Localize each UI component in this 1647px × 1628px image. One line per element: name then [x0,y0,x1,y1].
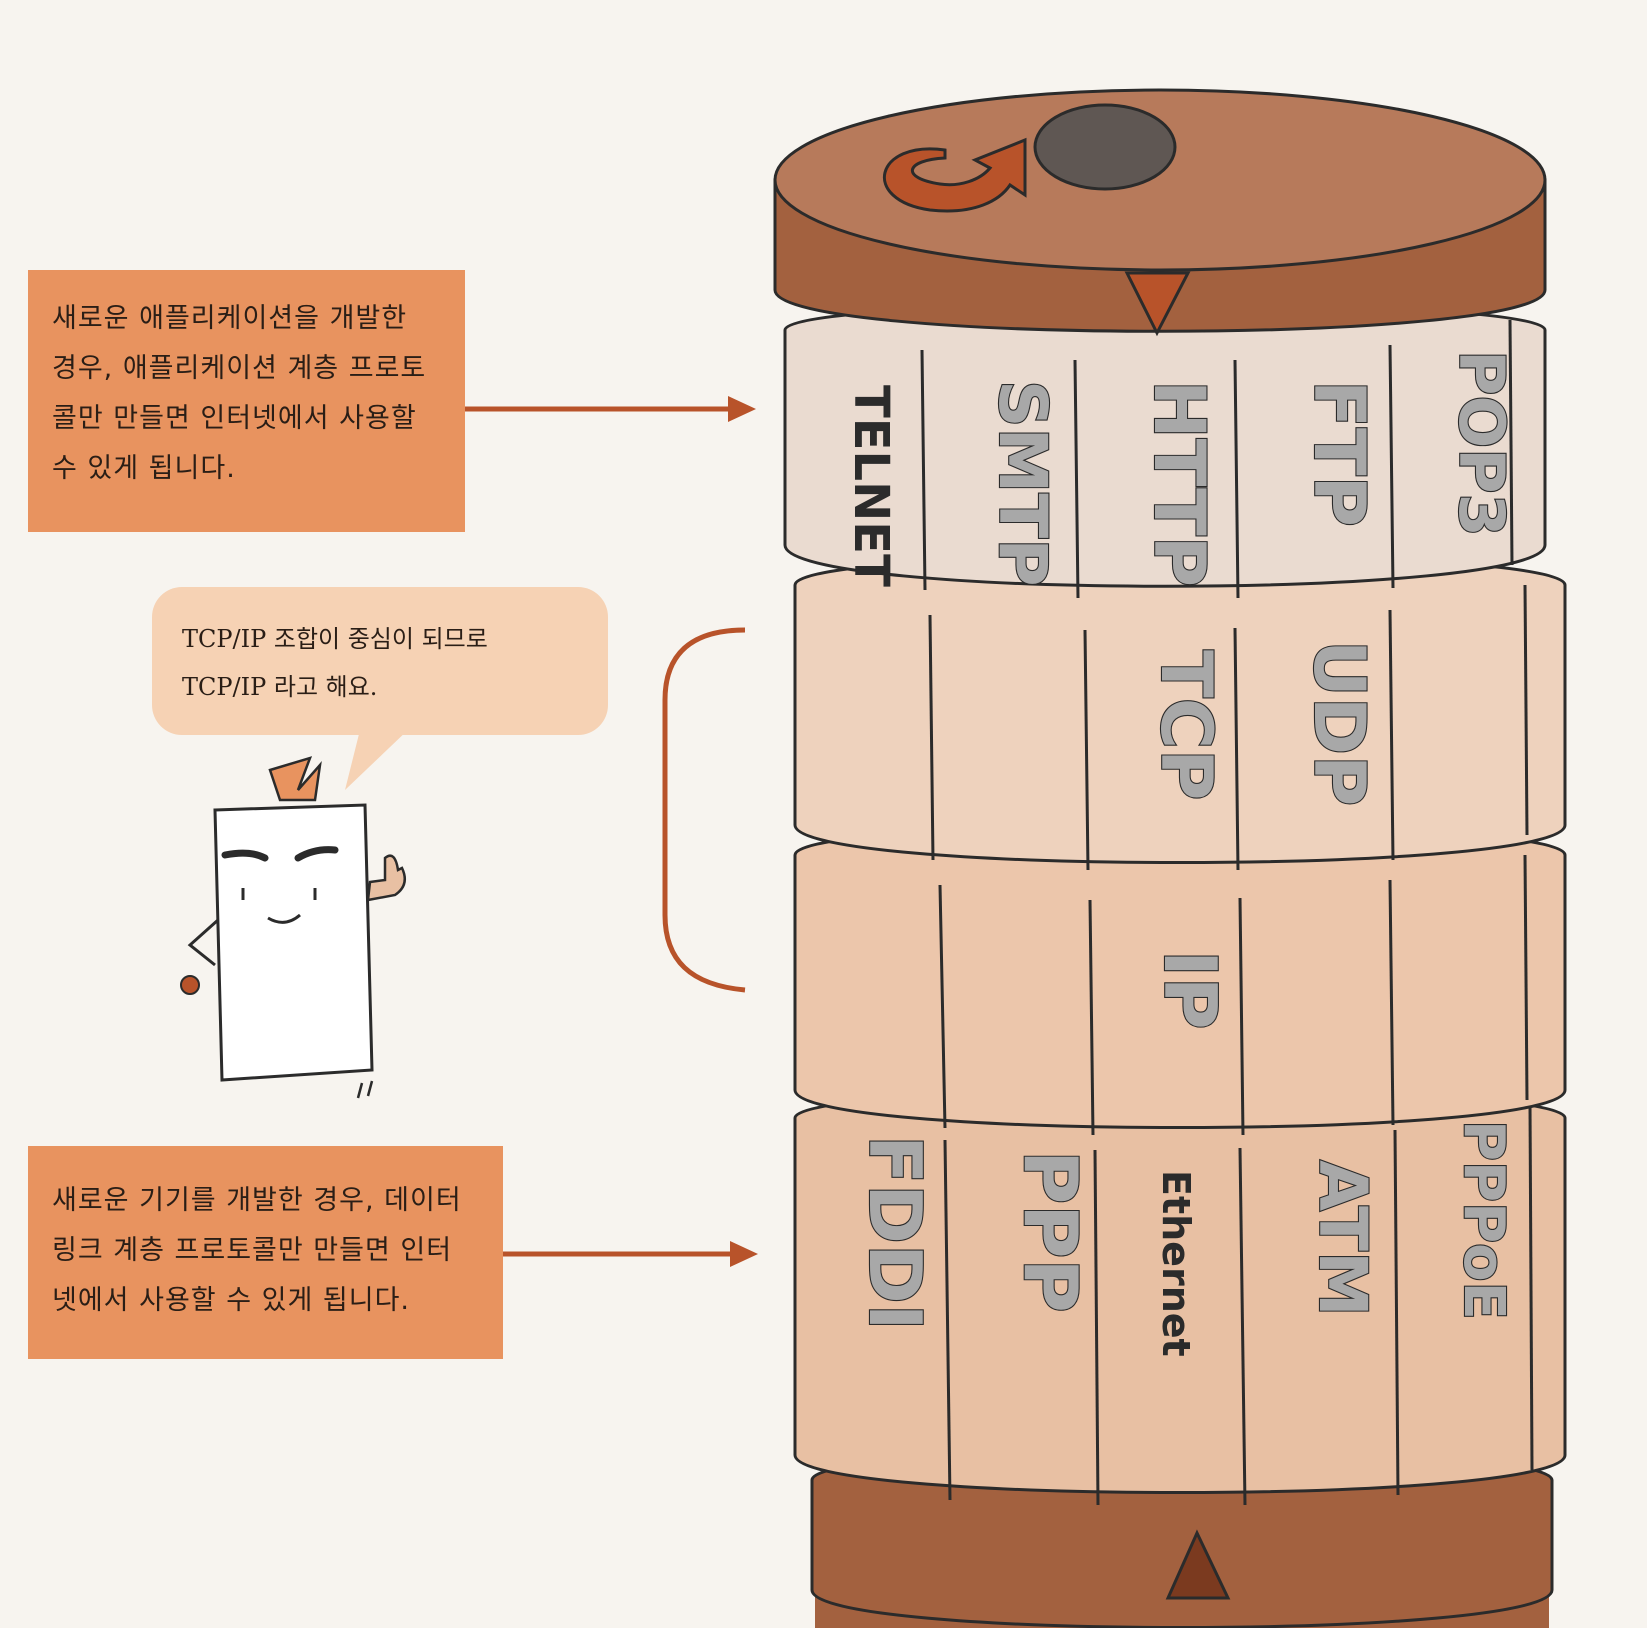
bottom-cap [810,1448,1554,1628]
up-triangle-icon [1165,1529,1231,1600]
protocol-label-smtp: SMTP [984,380,1061,587]
character-body [213,803,374,1082]
link-arrow [503,1241,758,1267]
protocol-label-ethernet: Ethernet [1154,1170,1198,1357]
top-cap [773,88,1547,337]
speech-bubble: TCP/IP 조합이 중심이 되므로 TCP/IP 라고 해요. [152,587,608,735]
note-line: 콜만 만들면 인터넷에서 사용할 [52,403,417,434]
protocol-label-pppoe: PPPoE [1451,1120,1516,1320]
character-hair [268,756,322,802]
transport-layer-ring [793,553,1567,871]
bubble-line: TCP/IP 라고 해요. [182,673,378,701]
link-layer-note: 새로운 기기를 개발한 경우, 데이터 링크 계층 프로토콜만 만들면 인터 넷… [28,1146,503,1359]
note-line: 넷에서 사용할 수 있게 됩니다. [52,1285,410,1316]
character-mascot [180,756,407,1099]
note-line: 새로운 기기를 개발한 경우, 데이터 [52,1185,462,1216]
bubble-tail [345,728,410,790]
protocol-label-ftp: FTP [1298,380,1380,527]
protocol-label-tcp: TCP [1145,650,1227,800]
protocol-label-http: HTTP [1138,380,1220,587]
bubble-line: TCP/IP 조합이 중심이 되므로 [182,625,488,653]
link-layer-ring [793,1088,1567,1506]
protocol-label-telnet: TELNET [843,385,899,587]
character-hand [366,854,407,902]
cylinder-hole [1033,103,1177,191]
rotate-arrow-icon [882,137,1027,213]
note-line: 경우, 애플리케이션 계층 프로토 [52,353,427,384]
protocol-label-ip: IP [1148,950,1232,1030]
protocol-label-ppp: PPP [1007,1150,1093,1313]
application-layer-note: 새로운 애플리케이션을 개발한 경우, 애플리케이션 계층 프로토 콜만 만들면… [28,270,465,532]
tcp-ip-bracket [662,627,746,993]
protocol-label-udp: UDP [1298,640,1380,806]
down-triangle-icon [1124,271,1191,337]
protocol-label-pop3: POP3 [1445,350,1518,537]
note-line: 새로운 애플리케이션을 개발한 [52,303,408,334]
protocol-label-atm: ATM [1304,1160,1381,1317]
protocol-label-fddi: FDDI [853,1135,937,1331]
note-line: 수 있게 됩니다. [52,453,236,484]
application-arrow [465,396,756,422]
note-line: 링크 계층 프로토콜만 만들면 인터 [52,1235,453,1266]
